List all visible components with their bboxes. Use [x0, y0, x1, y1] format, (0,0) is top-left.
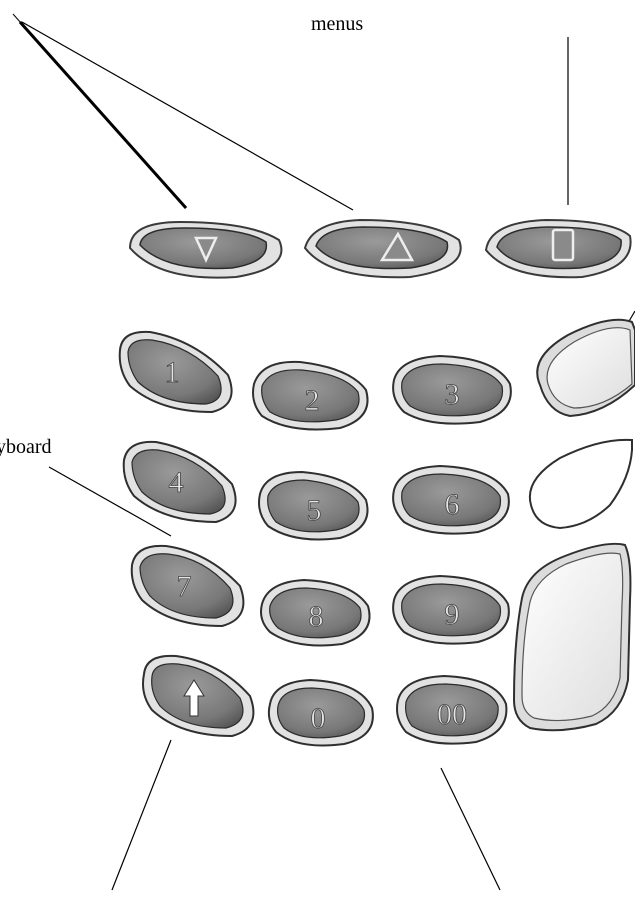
callout-line-menu-down-2 [12, 13, 187, 209]
menu-select-key[interactable] [484, 218, 632, 279]
key-9-label: 9 [445, 598, 460, 631]
shift-key[interactable] [142, 654, 255, 738]
side-key-large[interactable] [512, 542, 632, 732]
key-0-label: 0 [311, 702, 326, 735]
menu-down-key[interactable] [128, 220, 283, 279]
key-0[interactable]: 0 [267, 678, 374, 747]
callout-line-double-zero [440, 767, 501, 891]
callout-lines [12, 13, 635, 891]
key-5-label: 5 [307, 494, 322, 527]
arrow-up-icon [183, 679, 205, 717]
key-2-label: 2 [305, 384, 320, 417]
key-1-label: 1 [165, 356, 180, 389]
key-4[interactable]: 4 [122, 440, 237, 524]
key-9[interactable]: 9 [392, 574, 510, 645]
keyboard-label: yboard [0, 436, 52, 458]
key-1[interactable]: 1 [118, 330, 233, 414]
rectangle-icon [551, 228, 575, 262]
callout-line-keyboard [48, 466, 172, 537]
key-7[interactable]: 7 [130, 544, 245, 628]
menus-label: menus [311, 13, 364, 35]
key-8-label: 8 [309, 600, 324, 633]
key-3[interactable]: 3 [392, 354, 512, 425]
key-6[interactable]: 6 [392, 464, 510, 535]
side-key-top[interactable] [536, 318, 635, 418]
callout-line-shift [111, 739, 172, 891]
key-00[interactable]: 00 [396, 674, 508, 745]
callout-line-menu-up [21, 21, 354, 211]
key-00-label: 00 [437, 698, 467, 731]
key-6-label: 6 [445, 488, 460, 521]
key-2[interactable]: 2 [252, 360, 369, 431]
key-8[interactable]: 8 [260, 578, 371, 647]
key-3-label: 3 [445, 378, 460, 411]
triangle-down-icon [194, 236, 218, 264]
key-5[interactable]: 5 [258, 470, 369, 541]
key-7-label: 7 [177, 570, 192, 603]
key-4-label: 4 [169, 466, 184, 499]
side-key-middle[interactable] [528, 438, 633, 530]
triangle-up-icon [379, 231, 415, 262]
menu-up-key[interactable] [303, 218, 462, 279]
